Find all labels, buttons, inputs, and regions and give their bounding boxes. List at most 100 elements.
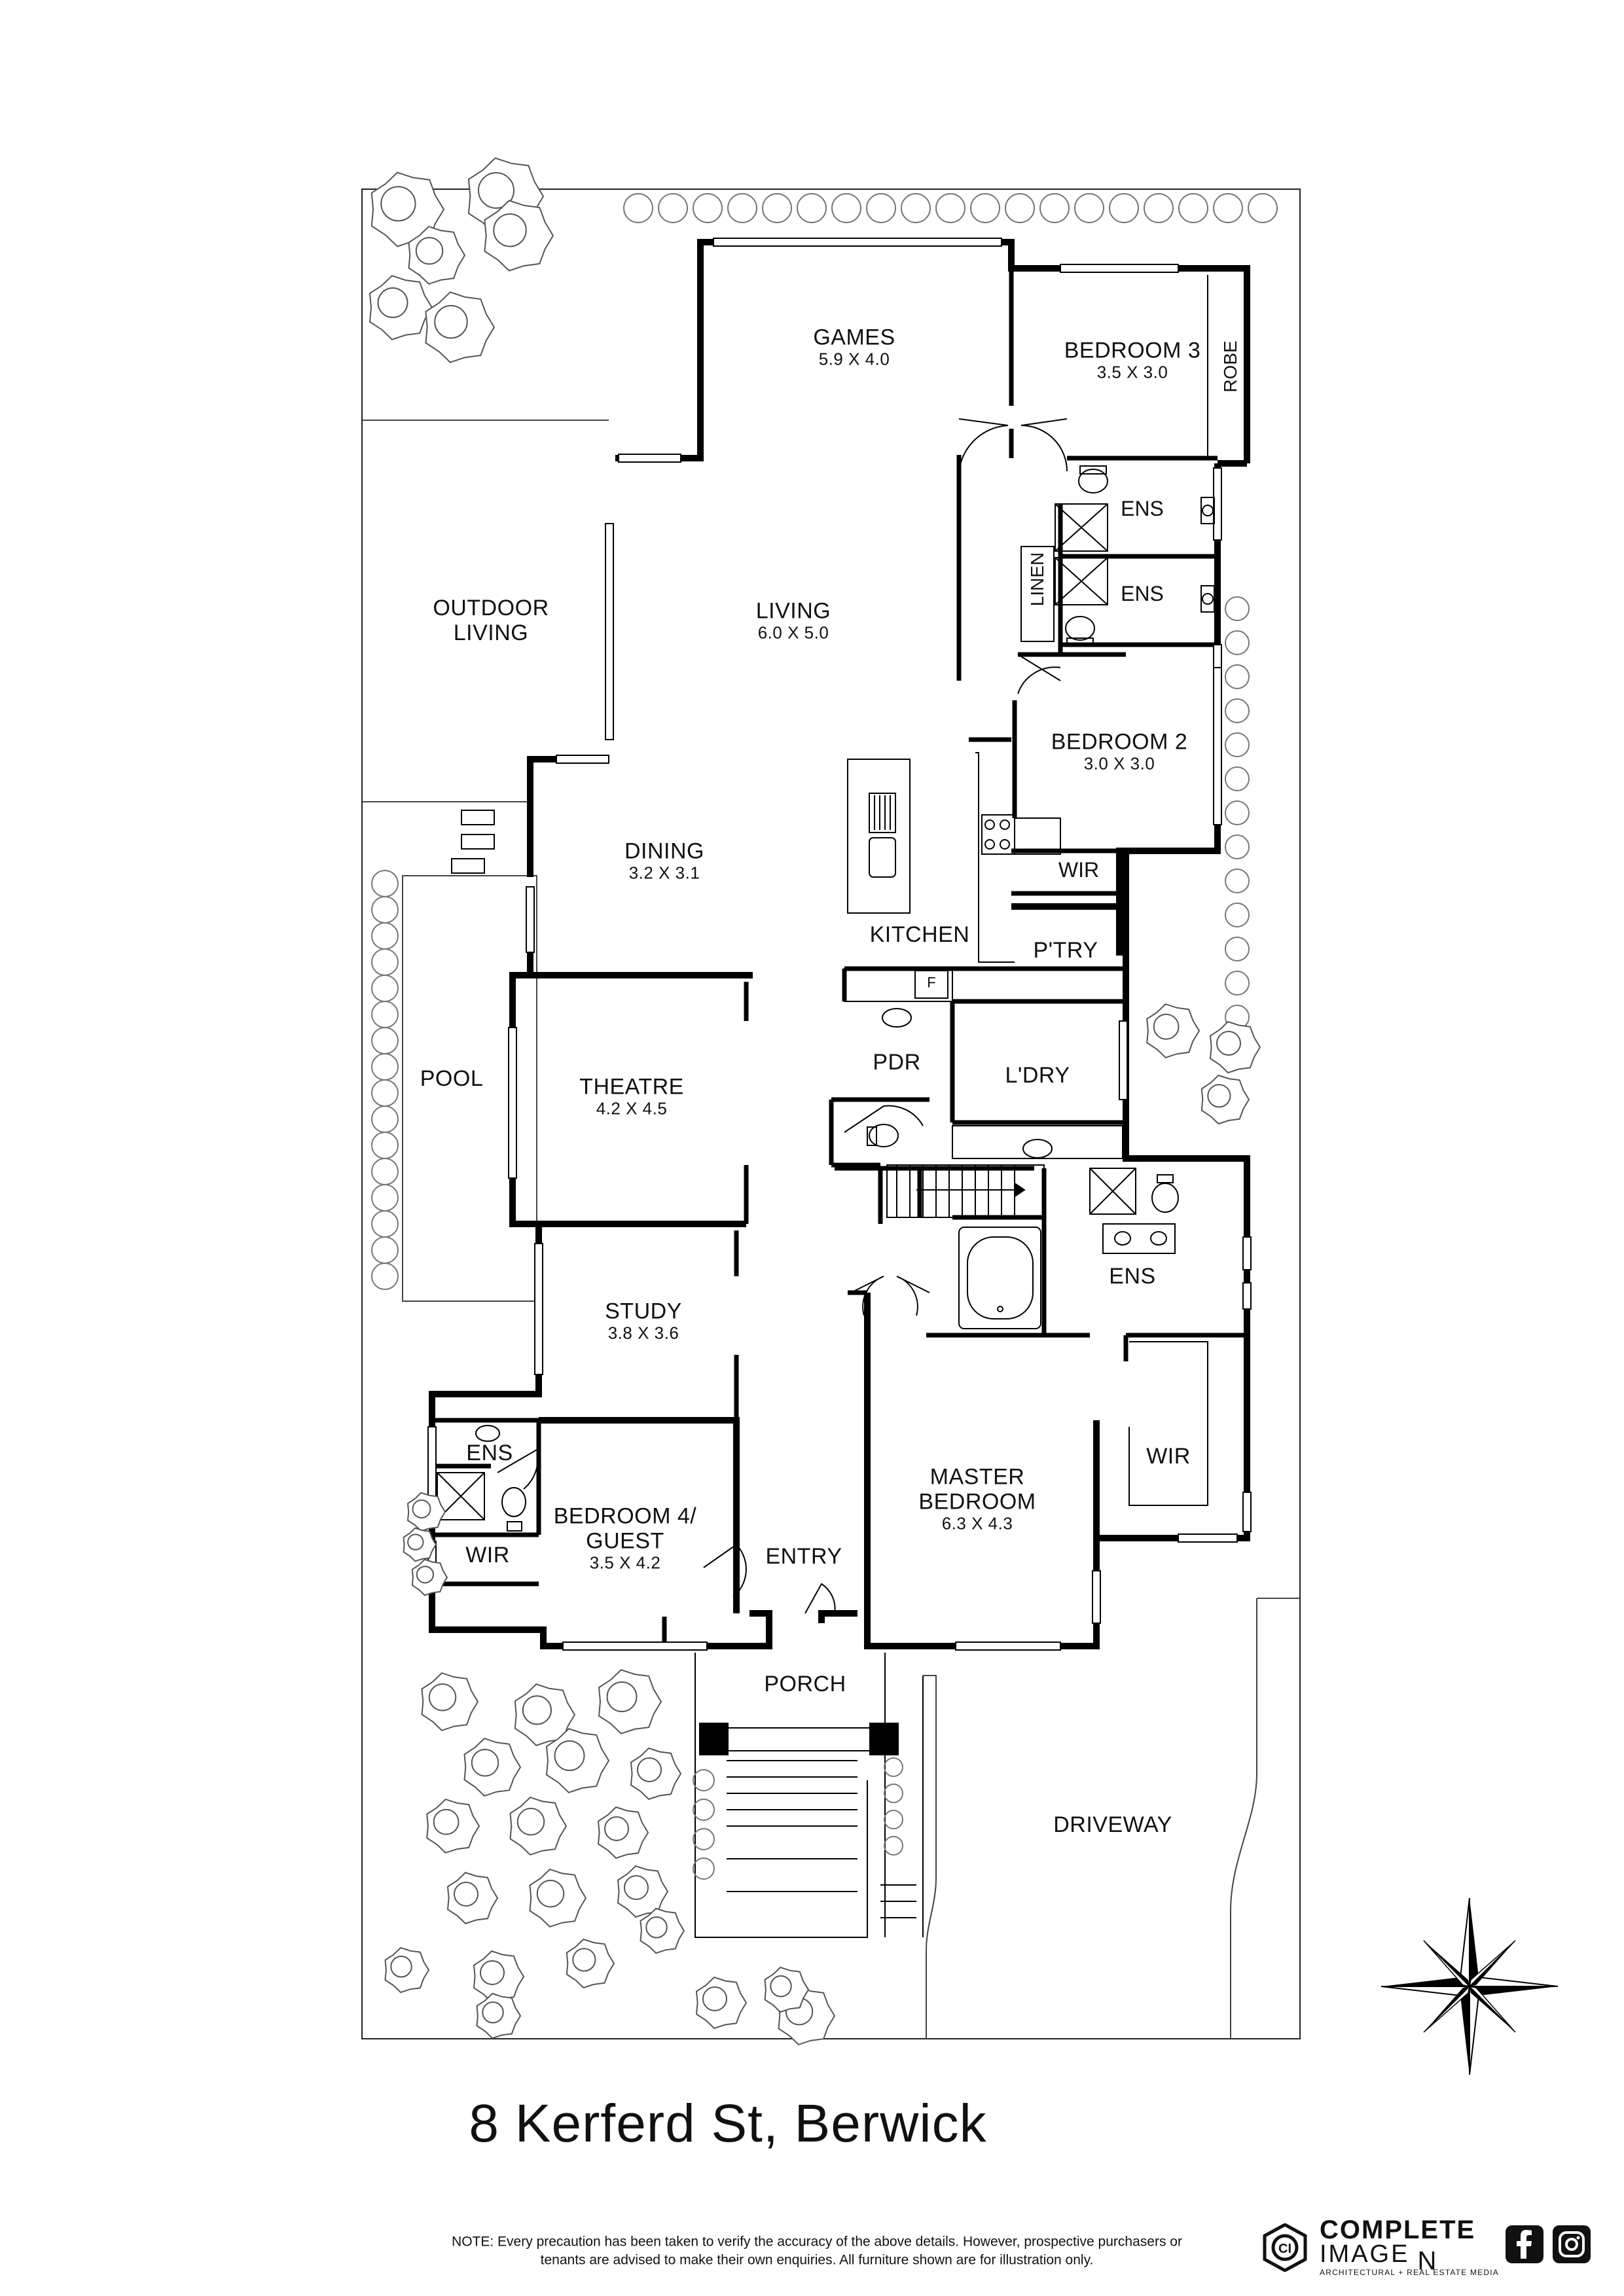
hedge-plant xyxy=(1225,596,1250,621)
brand-logo: CI COMPLETE IMAGE ARCHITECTURAL + REAL E… xyxy=(1257,2215,1532,2281)
hedge-plant xyxy=(371,1001,399,1028)
hedge-plant xyxy=(371,870,399,897)
hedge-plant xyxy=(371,948,399,976)
hedge-plant xyxy=(371,1158,399,1185)
driveway-outline xyxy=(923,1598,1300,2039)
room-wir-1: WIR xyxy=(1058,858,1100,882)
tree-icon xyxy=(384,1946,430,1994)
tree-icon xyxy=(617,1865,669,1918)
hedge-plant xyxy=(658,193,688,223)
stairs xyxy=(886,1164,1045,1218)
garden-trees xyxy=(369,157,1261,2046)
tree-icon xyxy=(446,1871,499,1925)
room-living-dims: 6.0 X 5.0 xyxy=(757,622,829,643)
fridge-label: F xyxy=(927,974,936,991)
hedge-plant xyxy=(762,193,792,223)
room-wir-2: WIR xyxy=(1146,1443,1191,1469)
hedge-plant xyxy=(693,193,723,223)
brand-tagline: ARCHITECTURAL + REAL ESTATE MEDIA xyxy=(1320,2268,1499,2277)
hedge-plant xyxy=(1225,903,1250,927)
hedge-plant xyxy=(371,1210,399,1238)
hedge-plant xyxy=(1225,834,1250,859)
hedge-plant xyxy=(1225,766,1250,791)
room-games-dims: 5.9 X 4.0 xyxy=(818,349,890,369)
logo-mark-letters: CI xyxy=(1278,2242,1291,2256)
tree-icon xyxy=(369,275,433,340)
hedge-plant xyxy=(884,1784,903,1803)
room-pool: POOL xyxy=(420,1066,484,1091)
hedge-plant xyxy=(693,1799,715,1821)
north-label: N xyxy=(1417,2246,1437,2276)
porch-pillars xyxy=(699,1723,899,1755)
room-theatre-dims: 4.2 X 4.5 xyxy=(596,1098,668,1119)
hedge-plant xyxy=(371,975,399,1002)
hedge-plant xyxy=(1178,193,1208,223)
hedge-plant xyxy=(371,1027,399,1054)
hedge-plant xyxy=(693,1769,715,1791)
hedge-plant xyxy=(371,922,399,950)
tree-icon xyxy=(1200,1074,1250,1125)
hedge-plant xyxy=(797,193,827,223)
hedge-plant xyxy=(693,1857,715,1880)
room-ens-1: ENS xyxy=(1121,497,1164,521)
room-kitchen: KITCHEN xyxy=(869,922,970,947)
room-ens-2: ENS xyxy=(1121,582,1164,606)
tree-icon xyxy=(529,1868,587,1928)
sunbeds xyxy=(451,810,495,874)
hedge-plant xyxy=(831,193,861,223)
hedge-plant xyxy=(884,1757,903,1777)
room-ens-4: ENS xyxy=(466,1440,513,1465)
hedge-plant xyxy=(623,193,653,223)
hedge-plant xyxy=(371,1079,399,1107)
hedge-plant xyxy=(1005,193,1035,223)
tree-icon xyxy=(426,1798,480,1854)
door-swings xyxy=(497,418,1068,1614)
compass-icon xyxy=(1380,1897,1559,2075)
facebook-icon[interactable] xyxy=(1506,2225,1543,2263)
hedge-plant xyxy=(727,193,757,223)
tree-icon xyxy=(406,1492,446,1532)
outdoor-areas xyxy=(362,420,609,1302)
room-outdoor-living: OUTDOOR LIVING xyxy=(433,595,549,645)
tree-icon xyxy=(695,1976,748,2030)
hedge-plant xyxy=(371,1184,399,1211)
hedge-plant xyxy=(1074,193,1104,223)
complete-image-logo-icon: CI xyxy=(1263,2223,1307,2272)
room-wir-3: WIR xyxy=(465,1542,510,1568)
tree-icon xyxy=(545,1728,610,1793)
disclaimer-note: NOTE: Every precaution has been taken to… xyxy=(452,2234,1182,2268)
hedge-plant xyxy=(371,896,399,924)
hedge-plant xyxy=(1248,193,1278,223)
hedge-plant xyxy=(970,193,1000,223)
hedge-plant xyxy=(371,1132,399,1159)
room-porch: PORCH xyxy=(764,1671,846,1696)
hedge-plant xyxy=(371,1236,399,1264)
hedge-plant xyxy=(1225,869,1250,893)
hedge-plants xyxy=(371,193,1278,1880)
room-entry: ENTRY xyxy=(765,1543,842,1569)
room-pantry: P'TRY xyxy=(1033,937,1098,963)
hedge-plant xyxy=(884,1810,903,1829)
room-master-bedroom-dims: 6.3 X 4.3 xyxy=(941,1513,1013,1534)
room-bedroom-4-dims: 3.5 X 4.2 xyxy=(589,1552,661,1573)
room-driveway: DRIVEWAY xyxy=(1053,1812,1172,1837)
property-address: 8 Kerferd St, Berwick xyxy=(469,2094,987,2153)
hedge-plant xyxy=(1225,630,1250,655)
tree-icon xyxy=(476,1992,522,2039)
hedge-plant xyxy=(1039,193,1070,223)
room-ens-3: ENS xyxy=(1109,1263,1156,1289)
tree-icon xyxy=(598,1669,662,1734)
hedge-plant xyxy=(884,1836,903,1856)
tree-icon xyxy=(421,1672,479,1732)
room-linen: LINEN xyxy=(1027,552,1047,607)
instagram-icon[interactable] xyxy=(1553,2225,1591,2263)
hedge-plant xyxy=(866,193,896,223)
room-bedroom-3-dims: 3.5 X 3.0 xyxy=(1096,362,1168,382)
tree-icon xyxy=(764,1966,810,2013)
tree-icon xyxy=(597,1806,649,1859)
tree-icon xyxy=(484,200,554,272)
